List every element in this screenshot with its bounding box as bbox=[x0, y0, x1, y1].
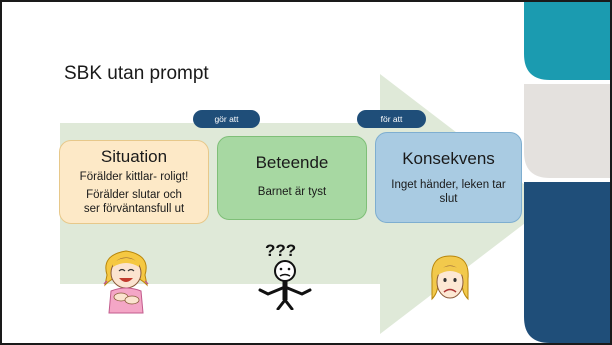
konsekvens-box: Konsekvens Inget händer, leken tar slut bbox=[375, 132, 522, 223]
teal-band bbox=[524, 2, 610, 80]
laughing-girl-icon bbox=[103, 250, 149, 314]
sad-face-icon bbox=[431, 255, 469, 301]
konsekvens-heading: Konsekvens bbox=[402, 149, 495, 168]
situation-box: Situation Förälder kittlar- roligt! Förä… bbox=[59, 140, 209, 224]
beteende-box: Beteende Barnet är tyst bbox=[217, 136, 367, 220]
navy-band bbox=[524, 182, 610, 343]
gray-band bbox=[524, 84, 610, 178]
situation-line-1: Förälder kittlar- roligt! bbox=[79, 171, 189, 183]
beteende-heading: Beteende bbox=[255, 153, 329, 172]
confused-person-icon: ??? bbox=[258, 241, 312, 310]
connector-label-gor-att: gör att bbox=[193, 110, 260, 128]
situation-line-2: Förälder slutar och ser förväntansfull u… bbox=[83, 189, 185, 215]
question-marks-text: ??? bbox=[265, 241, 296, 260]
connector-label-for-att: för att bbox=[357, 110, 426, 128]
konsekvens-line-1: Inget händer, leken tar slut bbox=[391, 179, 506, 205]
beteende-line-1: Barnet är tyst bbox=[257, 186, 327, 198]
situation-heading: Situation bbox=[100, 147, 168, 166]
slide-title: SBK utan prompt bbox=[64, 63, 209, 84]
